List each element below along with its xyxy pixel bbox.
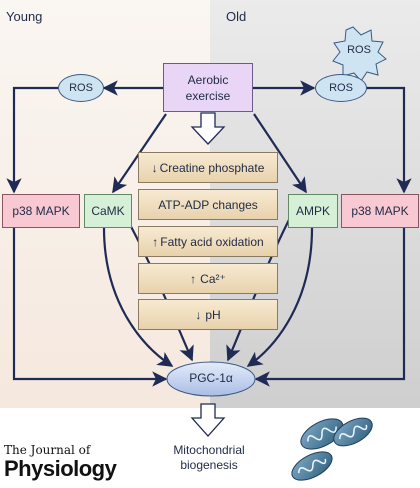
aerobic-exercise-box: Aerobic exercise xyxy=(163,63,253,112)
ampk-box: AMPK xyxy=(288,194,338,228)
journal-logo-line1: The Journal of xyxy=(4,443,91,457)
arrow-ampk-to-pgc xyxy=(246,227,314,367)
hollow-arrow-exercise-to-signals xyxy=(190,112,226,145)
ros-right-node: ROS xyxy=(315,74,367,102)
signal-label: Ca²⁺ xyxy=(200,271,226,286)
signal-ph: ↓pH xyxy=(138,299,278,330)
ros-burst-shape xyxy=(332,26,387,82)
signal-label: Fatty acid oxidation xyxy=(160,234,264,249)
pgc-ellipse xyxy=(166,361,256,397)
p38-mapk-right-box: p38 MAPK xyxy=(341,194,419,228)
old-label: Old xyxy=(226,9,247,24)
arrow-camk-to-pgc xyxy=(102,227,174,367)
ros-left-node: ROS xyxy=(58,74,104,102)
arrow-exercise-to-ampk xyxy=(253,113,307,194)
arrow-down-icon: ↓ xyxy=(151,160,158,175)
mitochondria-icon xyxy=(291,417,373,481)
arrow-down-icon: ↓ xyxy=(195,307,202,322)
ros-burst-label: ROS xyxy=(347,44,371,56)
young-label: Young xyxy=(6,9,43,24)
signal-fatty-acid-oxidation: ↑Fatty acid oxidation xyxy=(138,226,278,257)
arrow-p38-right-to-pgc xyxy=(254,228,406,387)
journal-logo-line2: Physiology xyxy=(4,456,117,481)
pgc-1a-label: PGC-1α xyxy=(189,371,233,385)
camk-box: CaMK xyxy=(84,194,132,228)
signal-label: Creatine phosphate xyxy=(159,160,265,175)
arrow-up-icon: ↑ xyxy=(190,271,197,286)
signal-label: ATP-ADP changes xyxy=(158,197,258,212)
signal-label: pH xyxy=(205,307,221,322)
arrow-up-icon: ↑ xyxy=(152,234,159,249)
signal-atp-adp: ATP-ADP changes xyxy=(138,189,278,220)
arrow-p38-left-to-pgc xyxy=(12,228,168,387)
signal-creatine-phosphate: ↓Creatine phosphate xyxy=(138,152,278,183)
arrow-ros-right-to-p38-right xyxy=(366,86,412,194)
hollow-arrow-pgc-to-biogenesis xyxy=(190,403,226,437)
p38-mapk-left-box: p38 MAPK xyxy=(2,194,80,228)
signal-calcium: ↑Ca²⁺ xyxy=(138,263,278,294)
arrow-ros-left-to-p38-left xyxy=(6,86,58,194)
mitochondrial-biogenesis-label: Mitochondrial biogenesis xyxy=(173,443,245,472)
